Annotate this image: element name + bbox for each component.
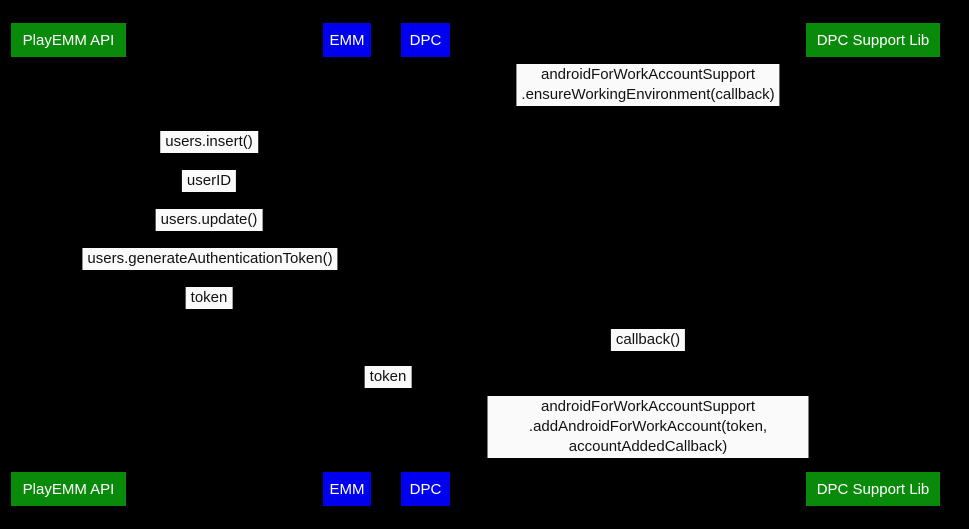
message-users-insert: users.insert() bbox=[160, 131, 258, 153]
message-token-to-dpc: token bbox=[364, 366, 412, 388]
participant-dpc-support-lib-bottom: DPC Support Lib bbox=[806, 472, 940, 506]
participant-playemm-api-top: PlayEMM API bbox=[11, 23, 126, 57]
message-users-update: users.update() bbox=[155, 209, 263, 231]
participant-emm-bottom: EMM bbox=[323, 472, 371, 506]
message-generate-authentication-token: users.generateAuthenticationToken() bbox=[82, 248, 338, 270]
message-ensure-working-environment: androidForWorkAccountSupport .ensureWork… bbox=[516, 64, 780, 106]
participant-dpc-support-lib-top: DPC Support Lib bbox=[806, 23, 940, 57]
message-add-android-for-work-account: androidForWorkAccountSupport .addAndroid… bbox=[487, 396, 809, 458]
participant-playemm-api-bottom: PlayEMM API bbox=[11, 472, 126, 506]
participant-emm-top: EMM bbox=[323, 23, 371, 57]
participant-dpc-bottom: DPC bbox=[401, 472, 450, 506]
message-token-to-emm: token bbox=[185, 287, 233, 309]
participant-dpc-top: DPC bbox=[401, 23, 450, 57]
message-user-id: userID bbox=[181, 170, 237, 192]
message-callback: callback() bbox=[610, 329, 686, 351]
